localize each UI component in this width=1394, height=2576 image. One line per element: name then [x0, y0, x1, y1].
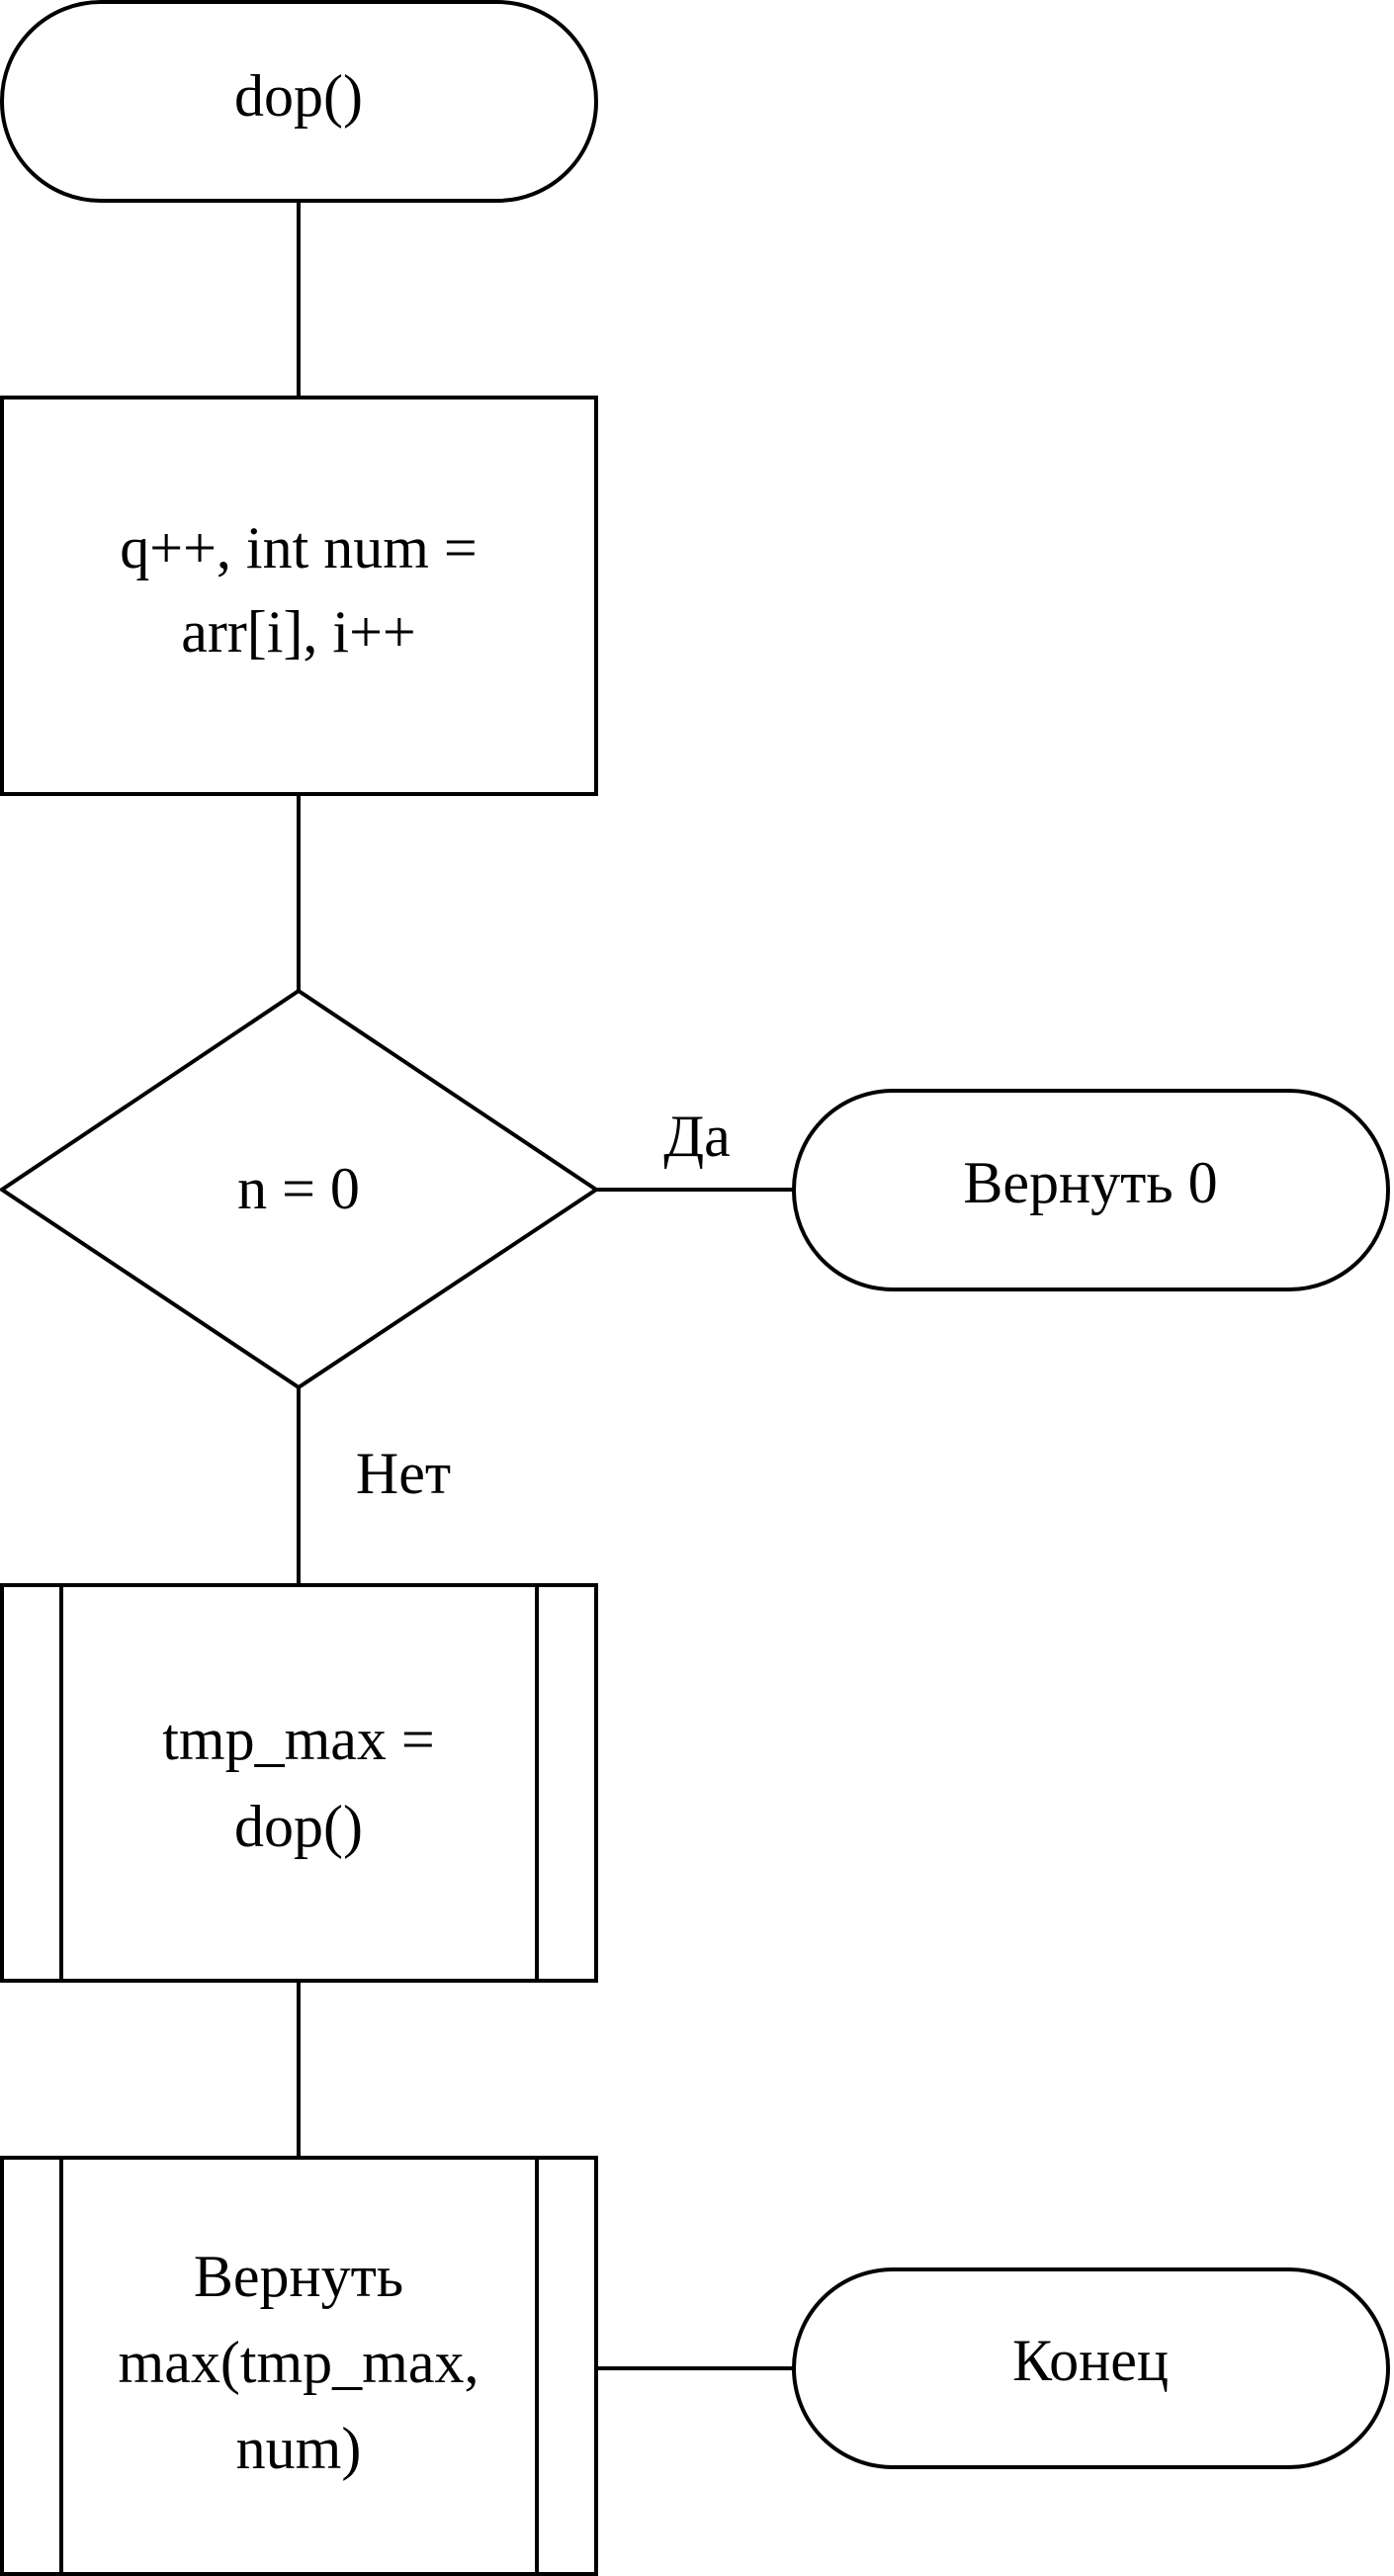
process-label-line1: q++, int num = — [120, 515, 478, 580]
decision-no-label: Нет — [356, 1441, 451, 1506]
recursive-call-block — [0, 1583, 598, 1983]
decision-diamond — [0, 988, 600, 1390]
return-zero-label: Вернуть 0 — [963, 1150, 1217, 1215]
recursive-call-label-line2: dop() — [234, 1794, 363, 1859]
process-block — [0, 396, 598, 796]
end-label: Конец — [1012, 2328, 1169, 2393]
return-max-label-line1: Вернуть — [194, 2244, 403, 2309]
return-zero-terminal — [792, 1089, 1390, 1291]
recursive-call-label-line1: tmp_max = — [162, 1707, 434, 1772]
return-max-label-line2: max(tmp_max, — [119, 2330, 479, 2395]
decision-yes-label: Да — [663, 1104, 731, 1169]
start-terminal — [0, 0, 598, 203]
decision-label: n = 0 — [237, 1156, 360, 1221]
process-label-line2: arr[i], i++ — [181, 599, 416, 665]
return-max-block — [0, 2156, 598, 2576]
end-terminal — [792, 2267, 1390, 2469]
return-max-label-line3: num) — [236, 2416, 362, 2481]
start-label: dop() — [234, 63, 363, 129]
